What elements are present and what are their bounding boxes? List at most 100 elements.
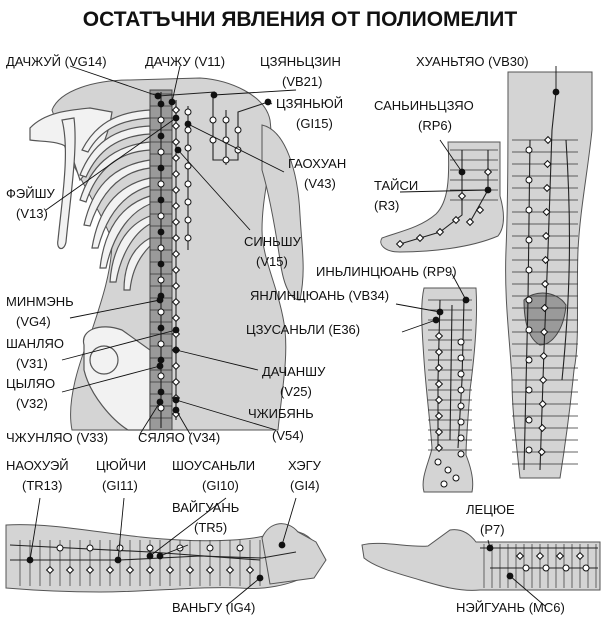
acupoint [525,236,533,244]
acupoint [185,565,195,575]
shoulder-line [157,91,216,97]
label-r3-name: ТАЙСИ [374,178,418,193]
acupoint [236,544,244,552]
acupoint [542,183,552,193]
leg-side-silhouette [505,71,593,479]
acupoint [540,303,549,313]
acupoint [157,196,165,204]
acupoint [171,137,181,147]
acupoint [45,565,55,575]
label-v13-name: ФЭЙШУ [6,186,55,201]
acupoint [525,296,533,304]
acupoint [157,244,165,252]
acupoint [165,565,175,575]
acupoint [157,260,165,268]
label-v25-code: (V25) [280,384,312,399]
acupoint [457,434,465,442]
acupoint [457,450,465,458]
acupoint [206,544,214,552]
label-gi4-name: ХЭГУ [288,458,322,473]
acupoint [171,169,181,179]
acupoint [457,370,465,378]
foot-figure [380,141,504,253]
label-mc6: НЭЙГУАНЬ (MC6) [456,600,565,615]
acupoint [440,480,448,488]
acupoint [105,565,115,575]
acupoint [171,233,181,243]
acupoint [157,212,165,220]
acupoint [542,207,551,217]
acupoint [395,239,405,249]
label-gi11-code: (GI11) [102,478,138,493]
acupoint [434,458,442,466]
acupoint [434,395,444,405]
acupoint [116,544,124,552]
acupoint [525,146,533,154]
acupoint [541,279,550,289]
label-v33: ЧЖУНЛЯО (V33) [6,430,108,445]
acupoint [225,565,235,575]
label-v21-code: (VB21) [282,74,322,89]
hip-socket [89,345,119,375]
acupoint [171,377,181,387]
acupoint [157,164,165,172]
label-v32-code: (V32) [16,396,48,411]
stomach-meridian-lower [437,299,441,448]
hand-grid [483,544,597,588]
acupoint [525,326,533,334]
label-r3-code: (R3) [374,198,399,213]
acupoint [542,564,550,572]
acupoint [222,156,230,164]
acupoint [457,354,465,362]
acupoint [171,249,181,259]
label-gi15-code: (GI15) [296,116,333,131]
acupoint [538,423,547,433]
label-vg4-code: (VG4) [16,314,51,329]
hand-acupoints [486,544,590,580]
acupoint [434,411,444,421]
acupoint [540,327,549,337]
acupoint [125,565,135,575]
label-p7-name: ЛЕЦЮЕ [466,502,515,517]
acupoint [522,564,530,572]
label-vg14: ДАЧЖУЙ (VG14) [6,54,107,69]
leader-lines [29,65,557,607]
acupoint [157,404,165,412]
acupoint [184,162,192,170]
label-gi10-code: (GI10) [202,478,239,493]
label-v43-name: ГАОХУАН [288,156,346,171]
acupoint [434,363,444,373]
humerus [57,117,76,250]
label-v54-name: ЧЖИБЯНЬ [248,406,314,421]
acupoint [525,176,533,184]
label-v25-name: ДАЧАНШУ [262,364,326,379]
label-gi11-name: ЦЮЙЧИ [96,458,146,473]
label-tr13-name: НАОХУЭЙ [6,458,69,473]
gallbladder-meridian [539,91,557,471]
acupoint [157,308,165,316]
label-v21-name: ЦЗЯНЬЦЗИН [260,54,341,69]
acupoint [171,313,181,323]
label-gi10-name: ШОУСАНЬЛИ [172,458,255,473]
label-v31-code: (V31) [16,356,48,371]
acupoint [157,372,165,380]
right-arm-silhouette [261,124,304,301]
acupoint [157,100,165,108]
label-v43-code: (V43) [304,176,336,191]
acupoint [538,399,547,409]
acupoint [457,386,465,394]
acupoint [171,297,181,307]
lower-leg-figure [421,287,478,493]
acupoint [525,416,533,424]
acupoint [543,135,553,145]
label-vb30: ХУАНЬТЯО (VB30) [416,54,529,69]
acupoint [157,340,165,348]
acupoint [525,386,533,394]
acupoint [86,544,94,552]
acupoint [171,217,181,227]
hand-dorsal [261,523,327,585]
acupoint [525,206,533,214]
hand-palm-silhouette [361,529,601,591]
leg-side-figure [505,71,593,479]
